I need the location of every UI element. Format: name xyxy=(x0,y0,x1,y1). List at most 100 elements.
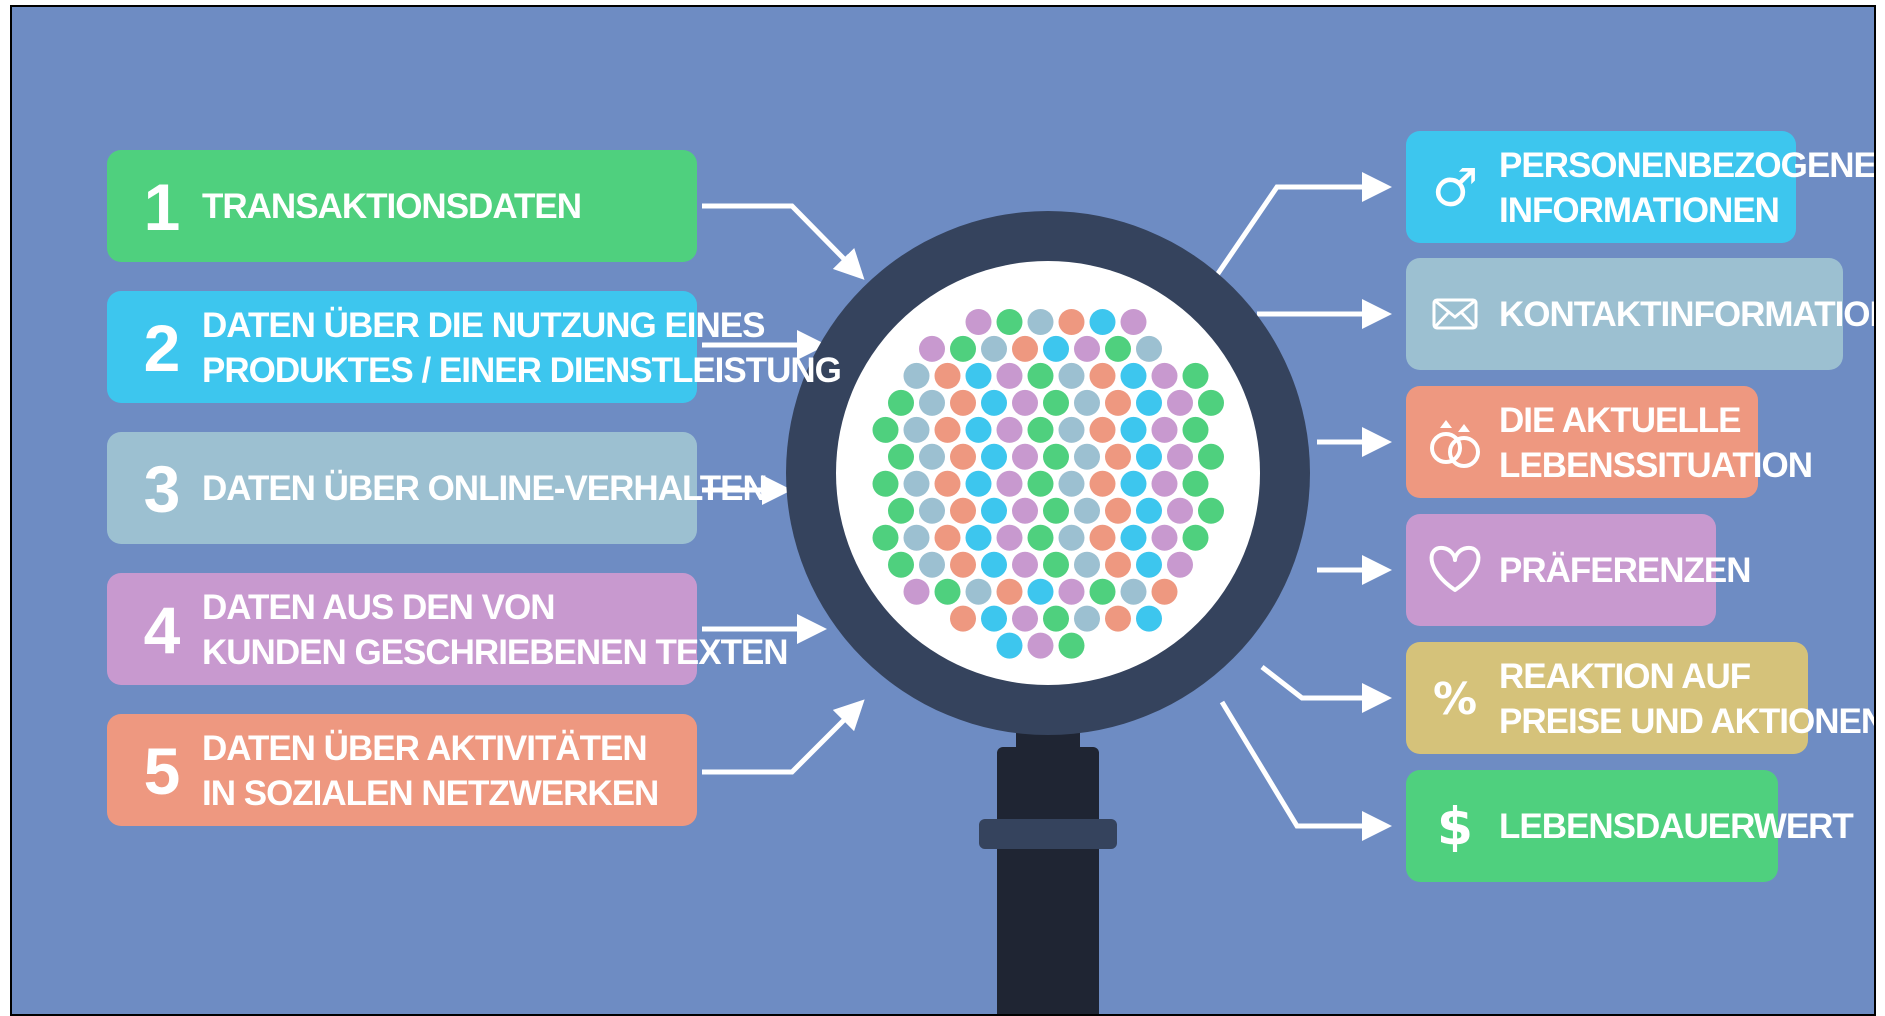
data-dot xyxy=(996,416,1023,443)
data-dot xyxy=(1074,335,1100,362)
data-dot xyxy=(1182,524,1209,551)
output-box-label: KONTAKTINFORMATIONEN xyxy=(1499,295,1874,334)
data-dot xyxy=(965,578,992,605)
data-dot xyxy=(919,389,945,416)
data-dot xyxy=(1089,578,1116,605)
output-box-label: INFORMATIONEN xyxy=(1499,191,1779,230)
data-dot xyxy=(1105,497,1131,524)
arrow-10 xyxy=(1260,665,1392,713)
data-dot xyxy=(1043,551,1069,578)
data-dot xyxy=(1151,470,1178,497)
data-dot xyxy=(950,443,976,470)
data-dot xyxy=(1074,551,1100,578)
data-dot xyxy=(903,470,930,497)
data-dot xyxy=(981,443,1007,470)
data-dot xyxy=(1027,578,1054,605)
data-dot xyxy=(1089,309,1116,335)
data-dot xyxy=(1182,416,1209,443)
input-box-label: DATEN ÜBER ONLINE-VERHALTEN xyxy=(202,469,767,508)
data-dot xyxy=(1012,335,1038,362)
data-dot xyxy=(1027,470,1054,497)
percent-icon: % xyxy=(1433,674,1477,725)
data-dot xyxy=(1167,497,1193,524)
output-box-4: PRÄFERENZEN xyxy=(1406,514,1752,626)
data-dot xyxy=(934,416,961,443)
input-box-number: 1 xyxy=(144,170,181,244)
svg-text:♂: ♂ xyxy=(1432,159,1479,219)
data-dot xyxy=(1089,362,1116,389)
output-box-label: DIE AKTUELLE xyxy=(1499,401,1740,440)
connector-arrows xyxy=(702,172,1392,841)
data-dot xyxy=(950,335,976,362)
output-box-label: LEBENSSITUATION xyxy=(1499,446,1812,485)
data-dot xyxy=(1120,524,1147,551)
data-dot xyxy=(919,551,945,578)
data-dot xyxy=(903,416,930,443)
data-dot xyxy=(1136,551,1162,578)
data-dot xyxy=(996,632,1023,659)
data-dot xyxy=(1074,605,1100,632)
data-dot xyxy=(1105,551,1131,578)
data-dot xyxy=(1198,389,1224,416)
data-dots xyxy=(872,309,1224,659)
input-box-background xyxy=(107,291,697,403)
data-dot xyxy=(1058,470,1085,497)
data-dot xyxy=(1027,632,1054,659)
data-dot xyxy=(1182,362,1209,389)
data-dot xyxy=(919,443,945,470)
data-dot xyxy=(888,551,914,578)
data-dot xyxy=(1058,362,1085,389)
data-dot xyxy=(872,470,899,497)
data-dot xyxy=(1136,605,1162,632)
output-box-background xyxy=(1406,642,1808,754)
output-box-background xyxy=(1406,514,1716,626)
magnifier-handle xyxy=(997,747,1099,1014)
data-dot xyxy=(965,470,992,497)
data-dot xyxy=(1120,362,1147,389)
data-dot xyxy=(1012,443,1038,470)
data-dot xyxy=(1167,389,1193,416)
data-dot xyxy=(950,551,976,578)
data-dot xyxy=(950,605,976,632)
data-dot xyxy=(1074,443,1100,470)
data-dot xyxy=(1136,389,1162,416)
data-dot xyxy=(1043,389,1069,416)
data-dot xyxy=(996,362,1023,389)
data-dot xyxy=(903,578,930,605)
output-insights: ♂ PERSONENBEZOGENE INFORMATIONEN KONTAKTINF… xyxy=(1406,131,1874,882)
data-dot xyxy=(981,497,1007,524)
data-dot xyxy=(981,389,1007,416)
data-dot xyxy=(919,497,945,524)
output-box-label: LEBENSDAUERWERT xyxy=(1499,807,1853,846)
data-dot xyxy=(965,362,992,389)
data-dot xyxy=(934,578,961,605)
input-box-label: PRODUKTES / EINER DIENSTLEISTUNG xyxy=(202,351,841,390)
output-box-label: PERSONENBEZOGENE xyxy=(1499,146,1874,185)
input-box-background xyxy=(107,573,697,685)
input-box-label: DATEN ÜBER AKTIVITÄTEN xyxy=(202,729,647,768)
input-box-background xyxy=(107,714,697,826)
data-dot xyxy=(1027,362,1054,389)
data-dot xyxy=(1012,389,1038,416)
male-symbol-icon: ♂ xyxy=(1432,159,1479,219)
data-dot xyxy=(1089,416,1116,443)
data-dot xyxy=(1043,335,1069,362)
data-dot xyxy=(1012,497,1038,524)
data-dot xyxy=(1074,497,1100,524)
data-dot xyxy=(888,389,914,416)
data-dot xyxy=(872,416,899,443)
data-dot xyxy=(1198,497,1224,524)
data-dot xyxy=(1089,524,1116,551)
data-dot xyxy=(888,497,914,524)
data-dot xyxy=(965,524,992,551)
input-box-label: DATEN AUS DEN VON xyxy=(202,588,554,627)
output-box-2: KONTAKTINFORMATIONEN xyxy=(1406,258,1874,370)
data-dot xyxy=(1136,335,1162,362)
